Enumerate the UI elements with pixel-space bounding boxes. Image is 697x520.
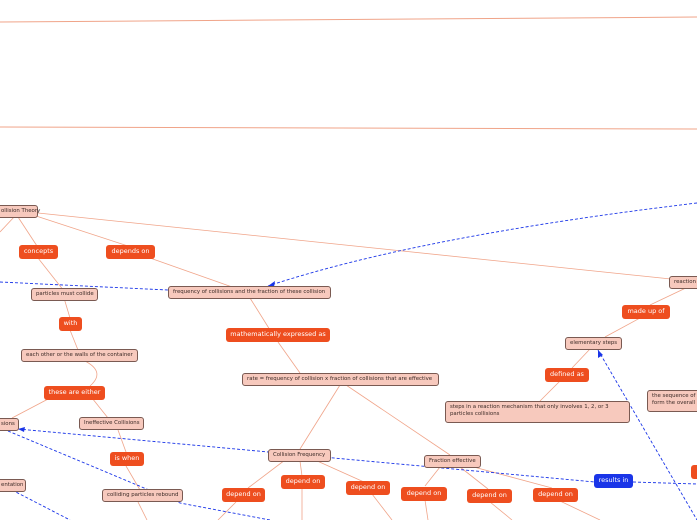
node-label: reaction (674, 279, 697, 285)
connector-line (29, 213, 129, 247)
link-depend-on[interactable]: depend on (346, 481, 390, 495)
node-label: particles must collide (36, 291, 94, 297)
dashed-relationship-line (267, 202, 697, 287)
connector-line (314, 459, 365, 483)
node-effective-collisions[interactable]: sions (0, 418, 19, 431)
connector-line (69, 329, 79, 351)
node-sequence-of-steps[interactable]: the sequence of form the overall (647, 390, 697, 412)
connector-line (469, 465, 553, 489)
dashed-relationship-line (0, 281, 169, 291)
link-depend-on[interactable]: depend on (467, 489, 512, 503)
node-label: Fraction effective (429, 458, 476, 464)
arrowhead-icon (18, 427, 25, 432)
node-label: colliding particles rebound (107, 492, 179, 498)
connector-line (604, 317, 641, 338)
link-depend-on[interactable]: depend on (533, 488, 578, 502)
link-made-up-of[interactable]: made up of (622, 305, 670, 319)
arrowhead-icon (268, 281, 275, 287)
node-label: entation (1, 482, 24, 488)
connector-line (0, 16, 697, 23)
node-frequency-and-fraction[interactable]: frequency of collisions and the fraction… (168, 286, 331, 299)
dashed-relationship-line (7, 430, 271, 520)
link-is-when[interactable]: is when (110, 452, 144, 466)
connector-line (371, 493, 393, 520)
node-label: each other or the walls of the container (26, 352, 133, 358)
node-orientation[interactable]: entation (0, 479, 26, 492)
connector-line (125, 465, 141, 491)
link-with[interactable]: with (59, 317, 82, 331)
connector-line (63, 297, 71, 319)
dashed-relationship-line (11, 489, 71, 520)
node-elementary-steps[interactable]: elementary steps (565, 337, 622, 350)
link-depend-on[interactable]: depend on (281, 475, 325, 489)
connector-line (571, 348, 591, 369)
connector-line (37, 212, 691, 282)
connector-line (0, 215, 16, 233)
connector-line (37, 257, 65, 292)
connector-line (539, 380, 561, 402)
connector-line (249, 297, 271, 331)
connector-line (137, 501, 148, 520)
link-depend-on[interactable]: depend on (222, 488, 265, 502)
connector-line (17, 216, 38, 247)
node-steps-in-mechanism[interactable]: steps in a reaction mechanism that only … (445, 401, 630, 423)
dashed-relationship-line (17, 428, 596, 483)
connector-line (11, 397, 51, 419)
node-particles-must-collide[interactable]: particles must collide (31, 288, 98, 301)
dashed-relationship-line (597, 349, 697, 520)
connector-line (277, 341, 301, 374)
node-reaction-mechanism[interactable]: reaction (669, 276, 697, 289)
connector-line (247, 459, 286, 489)
connector-line (117, 429, 127, 453)
node-label: rate = frequency of collision x fraction… (247, 376, 433, 382)
connector-line (345, 384, 451, 456)
node-label: the sequence of form the overall (652, 393, 696, 406)
link-concepts[interactable]: concepts (19, 245, 58, 259)
node-collision-frequency[interactable]: Collision Frequency (268, 449, 331, 462)
connector-line (217, 501, 237, 520)
connector-line (0, 126, 697, 130)
arrowhead-icon (598, 350, 603, 358)
connector-line (91, 397, 109, 419)
node-collision-theory[interactable]: ollision Theory (0, 205, 41, 218)
connector-line (559, 500, 601, 520)
connector-line (84, 360, 98, 387)
link-results-in[interactable]: results in (594, 474, 633, 488)
node-label: frequency of collisions and the fraction… (173, 289, 326, 295)
node-label: ollision Theory (1, 208, 41, 214)
node-label: sions (1, 421, 15, 427)
node-label: steps in a reaction mechanism that only … (450, 404, 609, 417)
dashed-relationship-line (632, 481, 697, 485)
connector-line (299, 460, 303, 477)
node-colliding-particles-rebound[interactable]: colliding particles rebound (102, 489, 183, 502)
connector-line (489, 501, 513, 520)
link-depend-on[interactable]: depend on (401, 487, 447, 501)
link-mathematically-expressed-as[interactable]: mathematically expressed as (226, 328, 330, 342)
connector-line (149, 257, 236, 289)
connector-line (649, 285, 691, 306)
node-fraction-effective[interactable]: Fraction effective (424, 455, 481, 468)
node-label: Collision Frequency (273, 452, 326, 458)
link-depends-on[interactable]: depends on (106, 245, 155, 259)
node-ineffective-collisions[interactable]: Ineffective Collisions (79, 417, 144, 430)
node-rate-formula[interactable]: rate = frequency of collision x fraction… (242, 373, 439, 386)
connector-line (424, 499, 429, 520)
connector-line (424, 466, 441, 487)
link-these-are-either[interactable]: these are either (44, 386, 105, 400)
connector-line (299, 384, 341, 450)
node-label: Ineffective Collisions (84, 420, 140, 426)
node-each-other-or-walls[interactable]: each other or the walls of the container (21, 349, 138, 362)
link-defined-as[interactable]: defined as (545, 368, 589, 382)
link-partial-offscreen[interactable] (691, 465, 697, 479)
node-label: elementary steps (570, 340, 618, 346)
connector-line (459, 466, 489, 490)
